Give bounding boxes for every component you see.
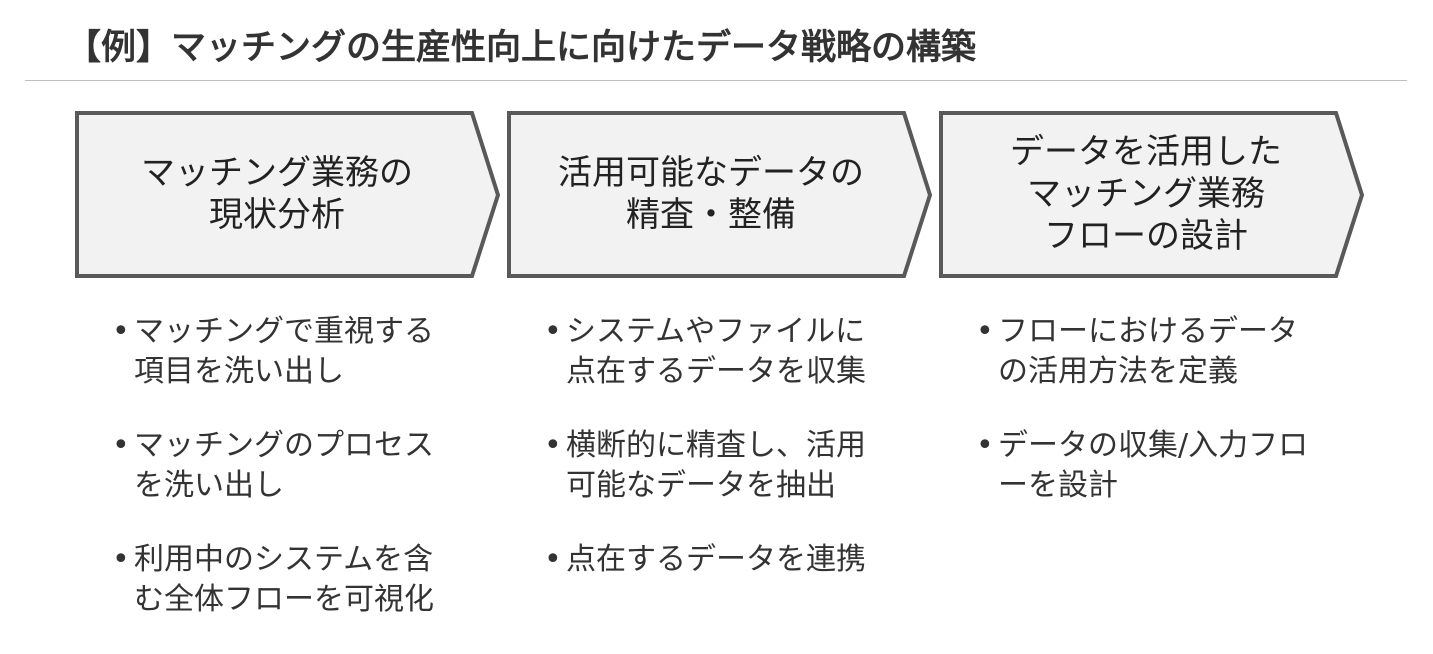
list-item: •利用中のシステムを含む全体フローを可視化 (112, 542, 434, 617)
bullet-icon: • (976, 428, 994, 463)
step-1-label-line: 現状分析 (209, 195, 345, 235)
step-1-bullets: •マッチングで重視する項目を洗い出し •マッチングのプロセスを洗い出し •利用中… (112, 312, 462, 654)
step-1-label: マッチング業務の 現状分析 (77, 112, 477, 276)
list-item: •システムやファイルに点在するデータを収集 (544, 314, 866, 389)
list-item: •データの収集/入力フローを設計 (976, 428, 1309, 503)
list-item: •マッチングで重視する項目を洗い出し (112, 314, 434, 389)
bullet-icon: • (976, 314, 994, 349)
step-2-label: 活用可能なデータの 精査・整備 (509, 112, 913, 276)
step-3-label-line: データを活用した (1010, 132, 1282, 172)
chevron-step-1 (75, 111, 501, 278)
bullet-icon: • (544, 542, 562, 577)
step-3-label: データを活用した マッチング業務 フローの設計 (941, 112, 1351, 276)
step-3-label-line: フローの設計 (1044, 216, 1248, 256)
step-2-bullets: •システムやファイルに点在するデータを収集 •横断的に精査し、活用可能なデータを… (544, 312, 894, 614)
step-2-label-line: 活用可能なデータの (558, 153, 864, 193)
step-1-label-line: マッチング業務の (141, 153, 413, 193)
list-item: •横断的に精査し、活用可能なデータを抽出 (544, 428, 866, 503)
bullet-icon: • (544, 314, 562, 349)
step-3-bullets: •フローにおけるデータの活用方法を定義 •データの収集/入力フローを設計 (976, 312, 1326, 540)
bullet-icon: • (112, 314, 130, 349)
step-3-label-line: マッチング業務 (1027, 174, 1265, 214)
step-2-label-line: 精査・整備 (626, 195, 796, 235)
title-divider (25, 80, 1407, 81)
bullet-icon: • (544, 428, 562, 463)
chevron-step-3 (939, 111, 1365, 278)
list-item: •フローにおけるデータの活用方法を定義 (976, 314, 1298, 389)
list-item: •マッチングのプロセスを洗い出し (112, 428, 434, 503)
bullet-icon: • (112, 542, 130, 577)
bullet-icon: • (112, 428, 130, 463)
page-title: 【例】マッチングの生産性向上に向けたデータ戦略の構築 (66, 28, 977, 68)
list-item: •点在するデータを連携 (544, 540, 894, 580)
chevron-step-2 (507, 111, 933, 278)
